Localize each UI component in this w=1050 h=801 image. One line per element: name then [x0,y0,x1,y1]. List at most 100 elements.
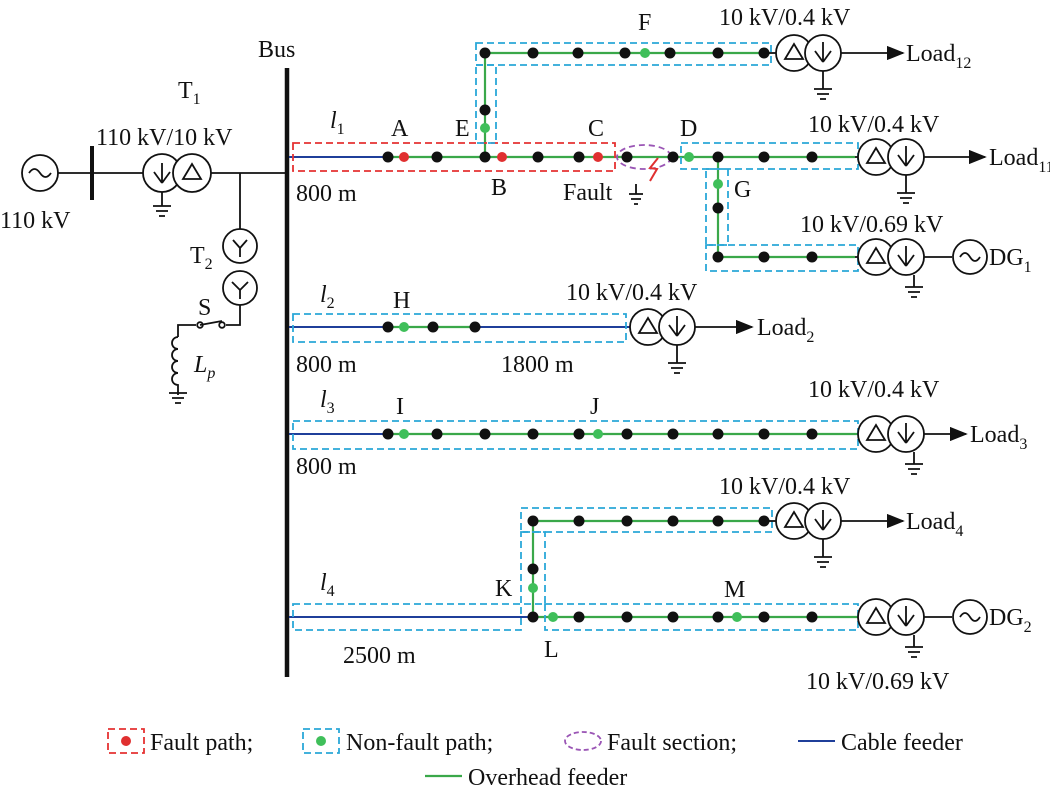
load3-rating: 10 kV/0.4 kV [808,377,940,403]
nonfault-box-l2 [292,313,627,343]
nonfault-box-load4 [520,507,773,533]
node [712,611,724,623]
nonfault-box-l4-cable [292,603,522,631]
node [758,151,770,163]
node [621,611,633,623]
load4-rating: 10 kV/0.4 kV [719,474,851,500]
node [573,611,585,623]
transformer-load2 [629,308,754,374]
load11-label: Load11 [989,145,1050,176]
load2-label: Load2 [757,315,814,346]
legend-cable-feeder-label: Cable feeder [841,730,963,756]
node-e [480,123,490,133]
legend-fault-path: Fault path; [107,728,253,756]
l4-nodes [527,515,818,623]
node [527,611,539,623]
node [573,515,585,527]
petersen-coil [169,336,187,404]
node [382,321,394,333]
node [758,251,770,263]
node [806,151,818,163]
node [431,151,443,163]
node [573,428,585,440]
nonfault-box-k [520,531,546,605]
node-c-label: C [588,116,604,142]
node-c [593,152,603,162]
node [527,563,539,575]
legend-cable-feeder: Cable feeder [798,730,963,756]
node [527,428,539,440]
t1-rating: 110 kV/10 kV [96,125,233,151]
node [667,515,679,527]
node-k [528,583,538,593]
load3-label: Load3 [970,422,1027,453]
t1-label: T1 [178,78,201,108]
l4-length: 2500 m [343,643,416,669]
dg1-label: DG1 [989,245,1032,276]
neutral-line [177,305,241,337]
l1-nodes [382,47,818,263]
node [479,428,491,440]
l2-label: l2 [320,282,335,312]
node [527,47,539,59]
node [573,151,585,163]
node-m-label: M [724,577,745,603]
node [667,428,679,440]
node [667,611,679,623]
bus-label: Bus [258,37,295,63]
node [621,151,633,163]
legend-non-fault-path: Non-fault path; [302,728,493,756]
node [469,321,481,333]
node [479,104,491,116]
fault-path-box-l1 [292,142,616,172]
source-voltage-label: 110 kV [0,208,71,234]
node-l [548,612,558,622]
l3-label: l3 [320,387,335,417]
transformer-dg1 [855,238,988,298]
t2-label: T2 [190,243,213,273]
l4-label: l4 [320,570,335,600]
transformer-load12 [764,34,905,100]
node-d [684,152,694,162]
dg2-rating: 10 kV/0.69 kV [806,669,950,695]
legend-overhead-feeder: Overhead feeder [425,765,627,791]
node-d-label: D [680,116,697,142]
node-i-label: I [396,394,404,420]
node [806,251,818,263]
dg1-rating: 10 kV/0.69 kV [800,212,944,238]
transformer-t1 [142,153,212,217]
node [479,151,491,163]
l2-overhead-length: 1800 m [501,352,574,378]
legend-fault-path-label: Fault path; [150,730,253,756]
node [532,151,544,163]
node-h [399,322,409,332]
node [806,428,818,440]
node-b-label: B [491,175,507,201]
l1-branch-g [716,157,855,259]
node-l-label: L [544,637,559,663]
l1-branch-f [483,51,770,157]
node [664,47,676,59]
legend-fault-section: Fault section; [564,730,737,756]
nonfault-box-e [475,64,497,144]
node [667,151,679,163]
node-f-label: F [638,10,651,36]
fault-ground-icon [629,184,643,205]
node-j [593,429,603,439]
transformer-load4 [764,502,905,568]
node [712,251,724,263]
l3-nodes [382,428,818,440]
switch-label: S [198,295,211,321]
node-f [640,48,650,58]
node [712,151,724,163]
node [712,47,724,59]
node-g [713,179,723,189]
l2-cable-length: 800 m [296,352,357,378]
node [758,611,770,623]
node [758,428,770,440]
legend-overhead-feeder-label: Overhead feeder [468,765,627,791]
node [621,515,633,527]
load2-rating: 10 kV/0.4 kV [566,280,698,306]
nonfault-box-g-vert [705,168,729,246]
